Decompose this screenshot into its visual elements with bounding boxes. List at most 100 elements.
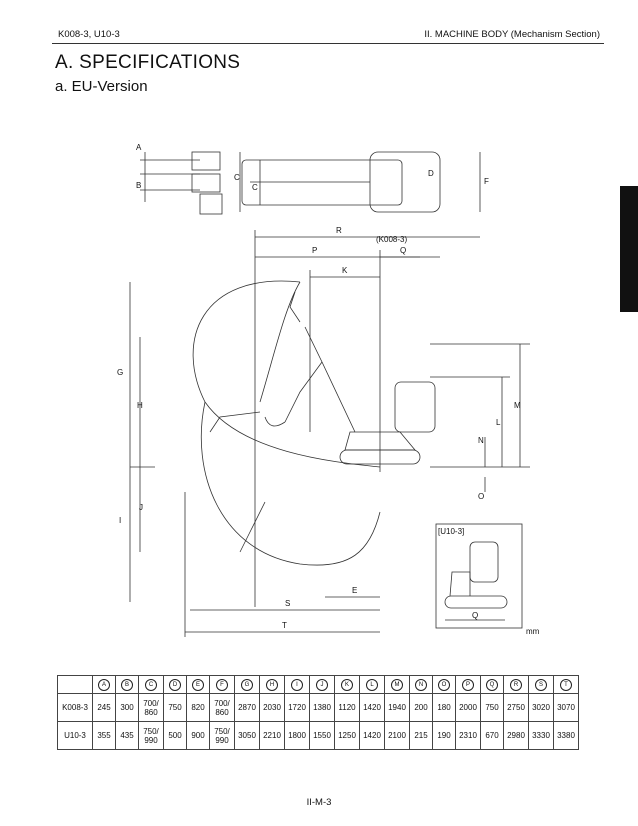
label-N: N [478, 436, 484, 445]
value-cell: 190 [432, 721, 456, 750]
value-cell: 1800 [284, 721, 310, 750]
value-cell: 355 [92, 721, 116, 750]
value-cell: 3020 [528, 693, 554, 722]
value-cell: 1550 [309, 721, 335, 750]
col-header-label: I [291, 678, 303, 691]
value-cell: 2210 [259, 721, 285, 750]
col-header: C [138, 675, 164, 694]
inset-u10-3-frame [435, 523, 523, 629]
reach-envelope-lower [200, 401, 381, 566]
col-header: G [234, 675, 260, 694]
value-cell: 3050 [234, 721, 260, 750]
value-cell: 820 [186, 693, 210, 722]
top-view-outline [241, 159, 403, 206]
page-number: II-M-3 [306, 797, 332, 808]
label-D: D [428, 169, 434, 178]
value-cell: 300 [115, 693, 139, 722]
label-Q: Q [400, 246, 406, 255]
model-cell: U10-3 [57, 721, 93, 750]
col-header: J [309, 675, 335, 694]
col-header-label: D [169, 678, 181, 691]
page-subtitle: a. EU-Version [55, 78, 148, 95]
col-header-label: Q [486, 678, 498, 691]
value-cell: 1120 [334, 693, 360, 722]
label-I: I [119, 516, 121, 525]
label-C-2: C [252, 183, 258, 192]
col-header: S [528, 675, 554, 694]
page-header: K008-3, U10-3 II. MACHINE BODY (Mechanis… [52, 0, 604, 40]
col-header: H [259, 675, 285, 694]
value-cell: 750/ 990 [138, 721, 164, 750]
label-S: S [285, 599, 290, 608]
col-header: Q [480, 675, 504, 694]
value-cell: 1720 [284, 693, 310, 722]
col-header-label: E [192, 678, 204, 691]
unit-label: mm [526, 627, 540, 636]
reach-envelope-inner [259, 281, 301, 403]
col-header-label: B [121, 678, 133, 691]
value-cell: 1380 [309, 693, 335, 722]
col-header-label: T [560, 678, 572, 691]
value-cell: 180 [432, 693, 456, 722]
label-model-bracket: (K008-3) [376, 235, 407, 244]
label-P: P [312, 246, 317, 255]
value-cell: 1420 [359, 693, 385, 722]
value-cell: 2980 [503, 721, 529, 750]
upper-body [344, 431, 416, 451]
col-header-label: F [216, 678, 228, 691]
col-header: R [503, 675, 529, 694]
value-cell: 900 [186, 721, 210, 750]
value-cell: 2870 [234, 693, 260, 722]
value-cell: 1420 [359, 721, 385, 750]
value-cell: 750/ 990 [209, 721, 235, 750]
inset-cab [469, 541, 499, 583]
model-cell: K008-3 [57, 693, 93, 722]
col-header: A [92, 675, 116, 694]
col-header: I [284, 675, 310, 694]
label-A: A [136, 143, 142, 152]
col-header: F [209, 675, 235, 694]
col-header: T [553, 675, 579, 694]
col-header: L [359, 675, 385, 694]
table-row: U10-3 355 435 750/ 990 500 900 750/ 990 … [57, 721, 579, 750]
label-H: H [137, 401, 143, 410]
extended-arm [209, 411, 261, 433]
value-cell: 245 [92, 693, 116, 722]
dig-arm [239, 501, 266, 553]
bucket-side [264, 416, 286, 427]
model-header-cell [57, 675, 93, 694]
inset-track [444, 595, 508, 609]
label-M: M [514, 401, 521, 410]
value-cell: 750 [163, 693, 187, 722]
table-row: K008-3 245 300 700/ 860 750 820 700/ 860… [57, 693, 579, 722]
inset-label-Q: Q [472, 611, 478, 620]
page-title: A. SPECIFICATIONS [55, 52, 241, 73]
label-K: K [342, 266, 348, 275]
value-cell: 435 [115, 721, 139, 750]
label-G: G [117, 368, 123, 377]
spec-table-header-row: A B C D E F G H I J K L M N O P Q R S T [57, 675, 579, 694]
col-header-label: K [341, 678, 353, 691]
value-cell: 700/ 860 [138, 693, 164, 722]
value-cell: 2030 [259, 693, 285, 722]
spec-table: A B C D E F G H I J K L M N O P Q R S T … [57, 675, 579, 750]
value-cell: 700/ 860 [209, 693, 235, 722]
col-header-label: S [535, 678, 547, 691]
col-header-label: L [366, 678, 378, 691]
value-cell: 215 [409, 721, 433, 750]
machine-dimension-diagram: A B C C D F R (K008-3) P Q K G H I J L M… [117, 143, 540, 637]
inset-body [449, 571, 471, 597]
col-header-label: M [391, 678, 403, 691]
label-L: L [496, 418, 501, 427]
col-header-label: A [98, 678, 110, 691]
section-tab [620, 186, 638, 312]
value-cell: 3070 [553, 693, 579, 722]
col-header: O [432, 675, 456, 694]
col-header: E [186, 675, 210, 694]
col-header: B [115, 675, 139, 694]
reach-envelope-upper [192, 280, 381, 468]
col-header-label: R [510, 678, 522, 691]
top-view-cab [369, 151, 441, 213]
value-cell: 3380 [553, 721, 579, 750]
header-rule [52, 43, 604, 44]
